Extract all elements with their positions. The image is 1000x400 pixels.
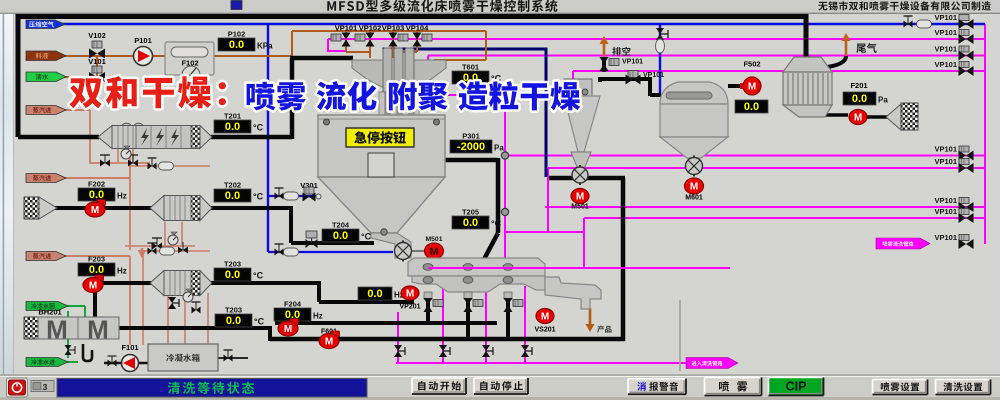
svg-text:0.0: 0.0: [225, 190, 240, 202]
svg-text:M: M: [284, 324, 292, 335]
svg-text:0.0: 0.0: [89, 264, 104, 276]
svg-text:VP101: VP101: [934, 28, 957, 37]
svg-text:0.0: 0.0: [229, 39, 244, 51]
svg-text:°C: °C: [253, 123, 264, 133]
svg-text:M501: M501: [571, 204, 589, 211]
svg-text:VS201: VS201: [534, 327, 555, 334]
svg-text:0.0: 0.0: [225, 269, 240, 281]
svg-text:M: M: [748, 82, 756, 93]
svg-text:°C: °C: [254, 317, 265, 327]
svg-text:M: M: [690, 182, 698, 193]
svg-text:Pa: Pa: [878, 96, 888, 105]
svg-text:VP101: VP101: [934, 13, 957, 22]
svg-text:0.0: 0.0: [852, 93, 867, 105]
svg-text:F202: F202: [88, 180, 105, 189]
svg-text:T203: T203: [225, 306, 242, 315]
svg-text:T205: T205: [462, 208, 479, 217]
svg-text:F203: F203: [88, 255, 105, 264]
svg-text:VP201: VP201: [399, 304, 420, 311]
svg-text:M: M: [91, 205, 99, 216]
svg-text:V301: V301: [300, 181, 318, 190]
svg-text:P102: P102: [228, 30, 246, 39]
svg-text:F101: F101: [121, 343, 138, 352]
svg-text:Hz: Hz: [313, 312, 323, 321]
svg-text:F201: F201: [850, 81, 867, 90]
svg-text:M: M: [89, 281, 97, 292]
svg-text:VP101: VP101: [335, 24, 358, 33]
svg-text:F102: F102: [181, 59, 198, 68]
svg-text:VP101: VP101: [934, 233, 957, 242]
svg-text:0.0: 0.0: [226, 315, 241, 327]
svg-text:°C: °C: [491, 219, 502, 229]
svg-text:VP101: VP101: [934, 196, 957, 205]
svg-text:-2000: -2000: [457, 141, 485, 153]
svg-text:VP102: VP102: [359, 24, 382, 33]
svg-text:°C: °C: [253, 271, 264, 281]
svg-text:VP101: VP101: [622, 59, 643, 66]
svg-text:3: 3: [43, 382, 48, 392]
svg-text:VP101: VP101: [934, 145, 957, 154]
svg-text:BH201: BH201: [38, 308, 61, 317]
svg-text:VP101: VP101: [934, 45, 957, 54]
svg-text:M601: M601: [685, 195, 703, 202]
svg-text:VP103: VP103: [382, 24, 405, 33]
svg-text:Hz: Hz: [394, 291, 404, 300]
svg-text:CIP: CIP: [786, 380, 807, 394]
svg-text:V101: V101: [88, 57, 106, 66]
svg-text:°C: °C: [361, 232, 372, 242]
svg-text:T201: T201: [224, 112, 241, 121]
svg-text:M: M: [541, 312, 549, 323]
svg-text:M: M: [87, 315, 109, 345]
svg-text:VP104: VP104: [406, 24, 429, 33]
svg-text:°C: °C: [491, 74, 502, 84]
svg-text:0.0: 0.0: [744, 101, 759, 113]
svg-text:Hz: Hz: [117, 192, 127, 201]
svg-text:F601: F601: [321, 329, 337, 336]
svg-text:KPa: KPa: [257, 42, 273, 51]
svg-text:M501: M501: [425, 236, 442, 243]
svg-text:M: M: [576, 192, 584, 203]
svg-text:°C: °C: [253, 192, 264, 202]
svg-text:0.0: 0.0: [333, 230, 348, 242]
svg-text:0.0: 0.0: [463, 217, 478, 229]
svg-text:M: M: [854, 113, 862, 124]
svg-text:Hz: Hz: [117, 267, 127, 276]
svg-text:M: M: [406, 289, 414, 300]
svg-text:T204: T204: [332, 221, 350, 230]
svg-text:T202: T202: [224, 181, 241, 190]
svg-text:0.0: 0.0: [367, 288, 382, 300]
svg-text:F204: F204: [284, 300, 302, 309]
svg-text:T601: T601: [462, 63, 479, 72]
svg-text:M: M: [325, 337, 333, 348]
svg-text:M: M: [46, 315, 68, 345]
svg-text:V102: V102: [88, 31, 106, 40]
svg-text:VP101: VP101: [934, 207, 957, 216]
svg-text:0.0: 0.0: [225, 121, 240, 133]
svg-text:VP101: VP101: [934, 60, 957, 69]
svg-text:VP101: VP101: [643, 72, 664, 79]
svg-text:Pa: Pa: [494, 144, 504, 153]
svg-text:F502: F502: [743, 60, 760, 69]
svg-text:VP101: VP101: [934, 157, 957, 166]
svg-text:P101: P101: [134, 36, 152, 45]
svg-text:P301: P301: [462, 132, 480, 141]
svg-text:M: M: [429, 246, 438, 258]
svg-text:T203: T203: [224, 260, 241, 269]
svg-text:0.0: 0.0: [89, 189, 104, 201]
